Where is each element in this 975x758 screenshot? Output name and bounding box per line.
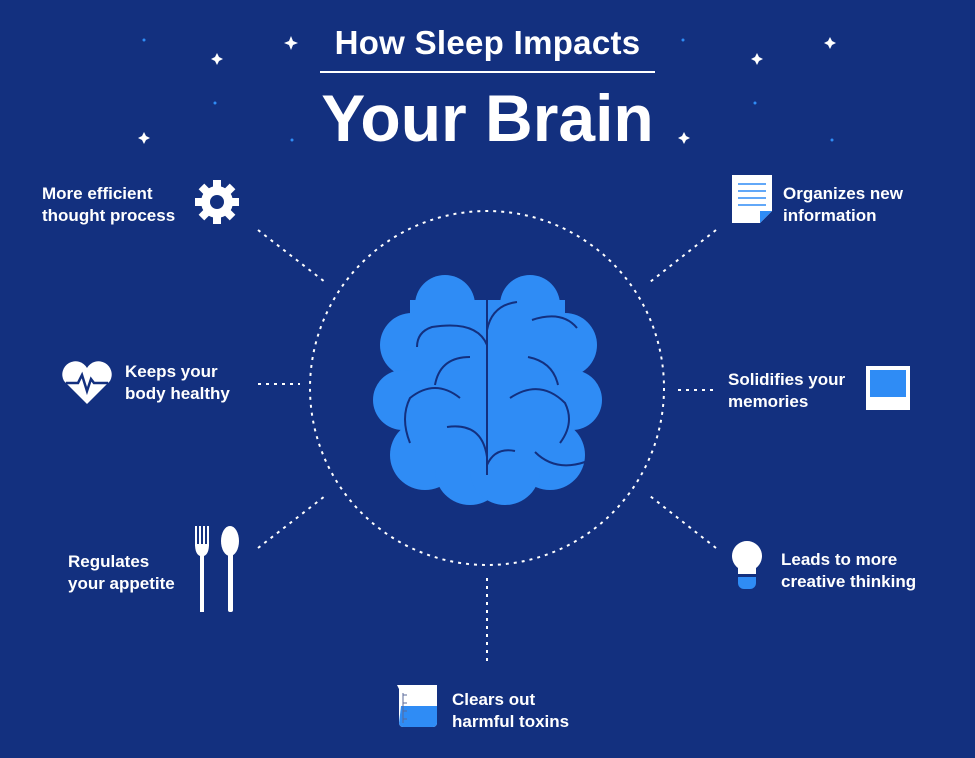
benefit-label: Regulates — [68, 552, 150, 571]
benefit-label: information — [783, 206, 877, 225]
stars — [138, 36, 836, 144]
benefit-label: your appetite — [68, 574, 175, 593]
document-icon — [732, 175, 772, 223]
connector-lines — [257, 210, 717, 665]
beaker-icon — [397, 685, 437, 727]
benefit-label: Keeps your — [125, 362, 218, 381]
title-divider — [320, 71, 655, 73]
benefit-label: thought process — [42, 206, 176, 225]
gear-icon — [195, 180, 239, 224]
benefit-label: More efficient — [42, 184, 153, 203]
heart-pulse-icon — [62, 361, 112, 404]
benefit-label: Organizes new — [783, 184, 903, 203]
benefit-label: Solidifies your — [728, 370, 846, 389]
benefit-memories: Solidifies your memories — [728, 369, 845, 413]
fork-spoon-icon — [195, 526, 239, 612]
benefit-organizes: Organizes new information — [783, 183, 903, 227]
benefit-label: harmful toxins — [452, 712, 570, 731]
benefit-creative: Leads to more creative thinking — [781, 549, 916, 593]
benefit-label: creative thinking — [781, 572, 917, 591]
lightbulb-icon — [732, 541, 762, 589]
title-line-1: How Sleep Impacts — [334, 24, 641, 61]
benefit-label: Leads to more — [781, 550, 898, 569]
benefit-toxins: Clears out harmful toxins — [452, 689, 569, 733]
benefit-label: Clears out — [452, 690, 536, 709]
photo-frame-icon — [866, 366, 910, 410]
benefit-label: memories — [728, 392, 809, 411]
title-line-2: Your Brain — [321, 81, 654, 155]
benefit-body-healthy: Keeps your body healthy — [125, 361, 230, 405]
benefit-label: body healthy — [125, 384, 230, 403]
benefit-thought-process: More efficient thought process — [42, 183, 175, 227]
benefit-appetite: Regulates your appetite — [68, 551, 175, 595]
brain-icon — [373, 275, 602, 505]
